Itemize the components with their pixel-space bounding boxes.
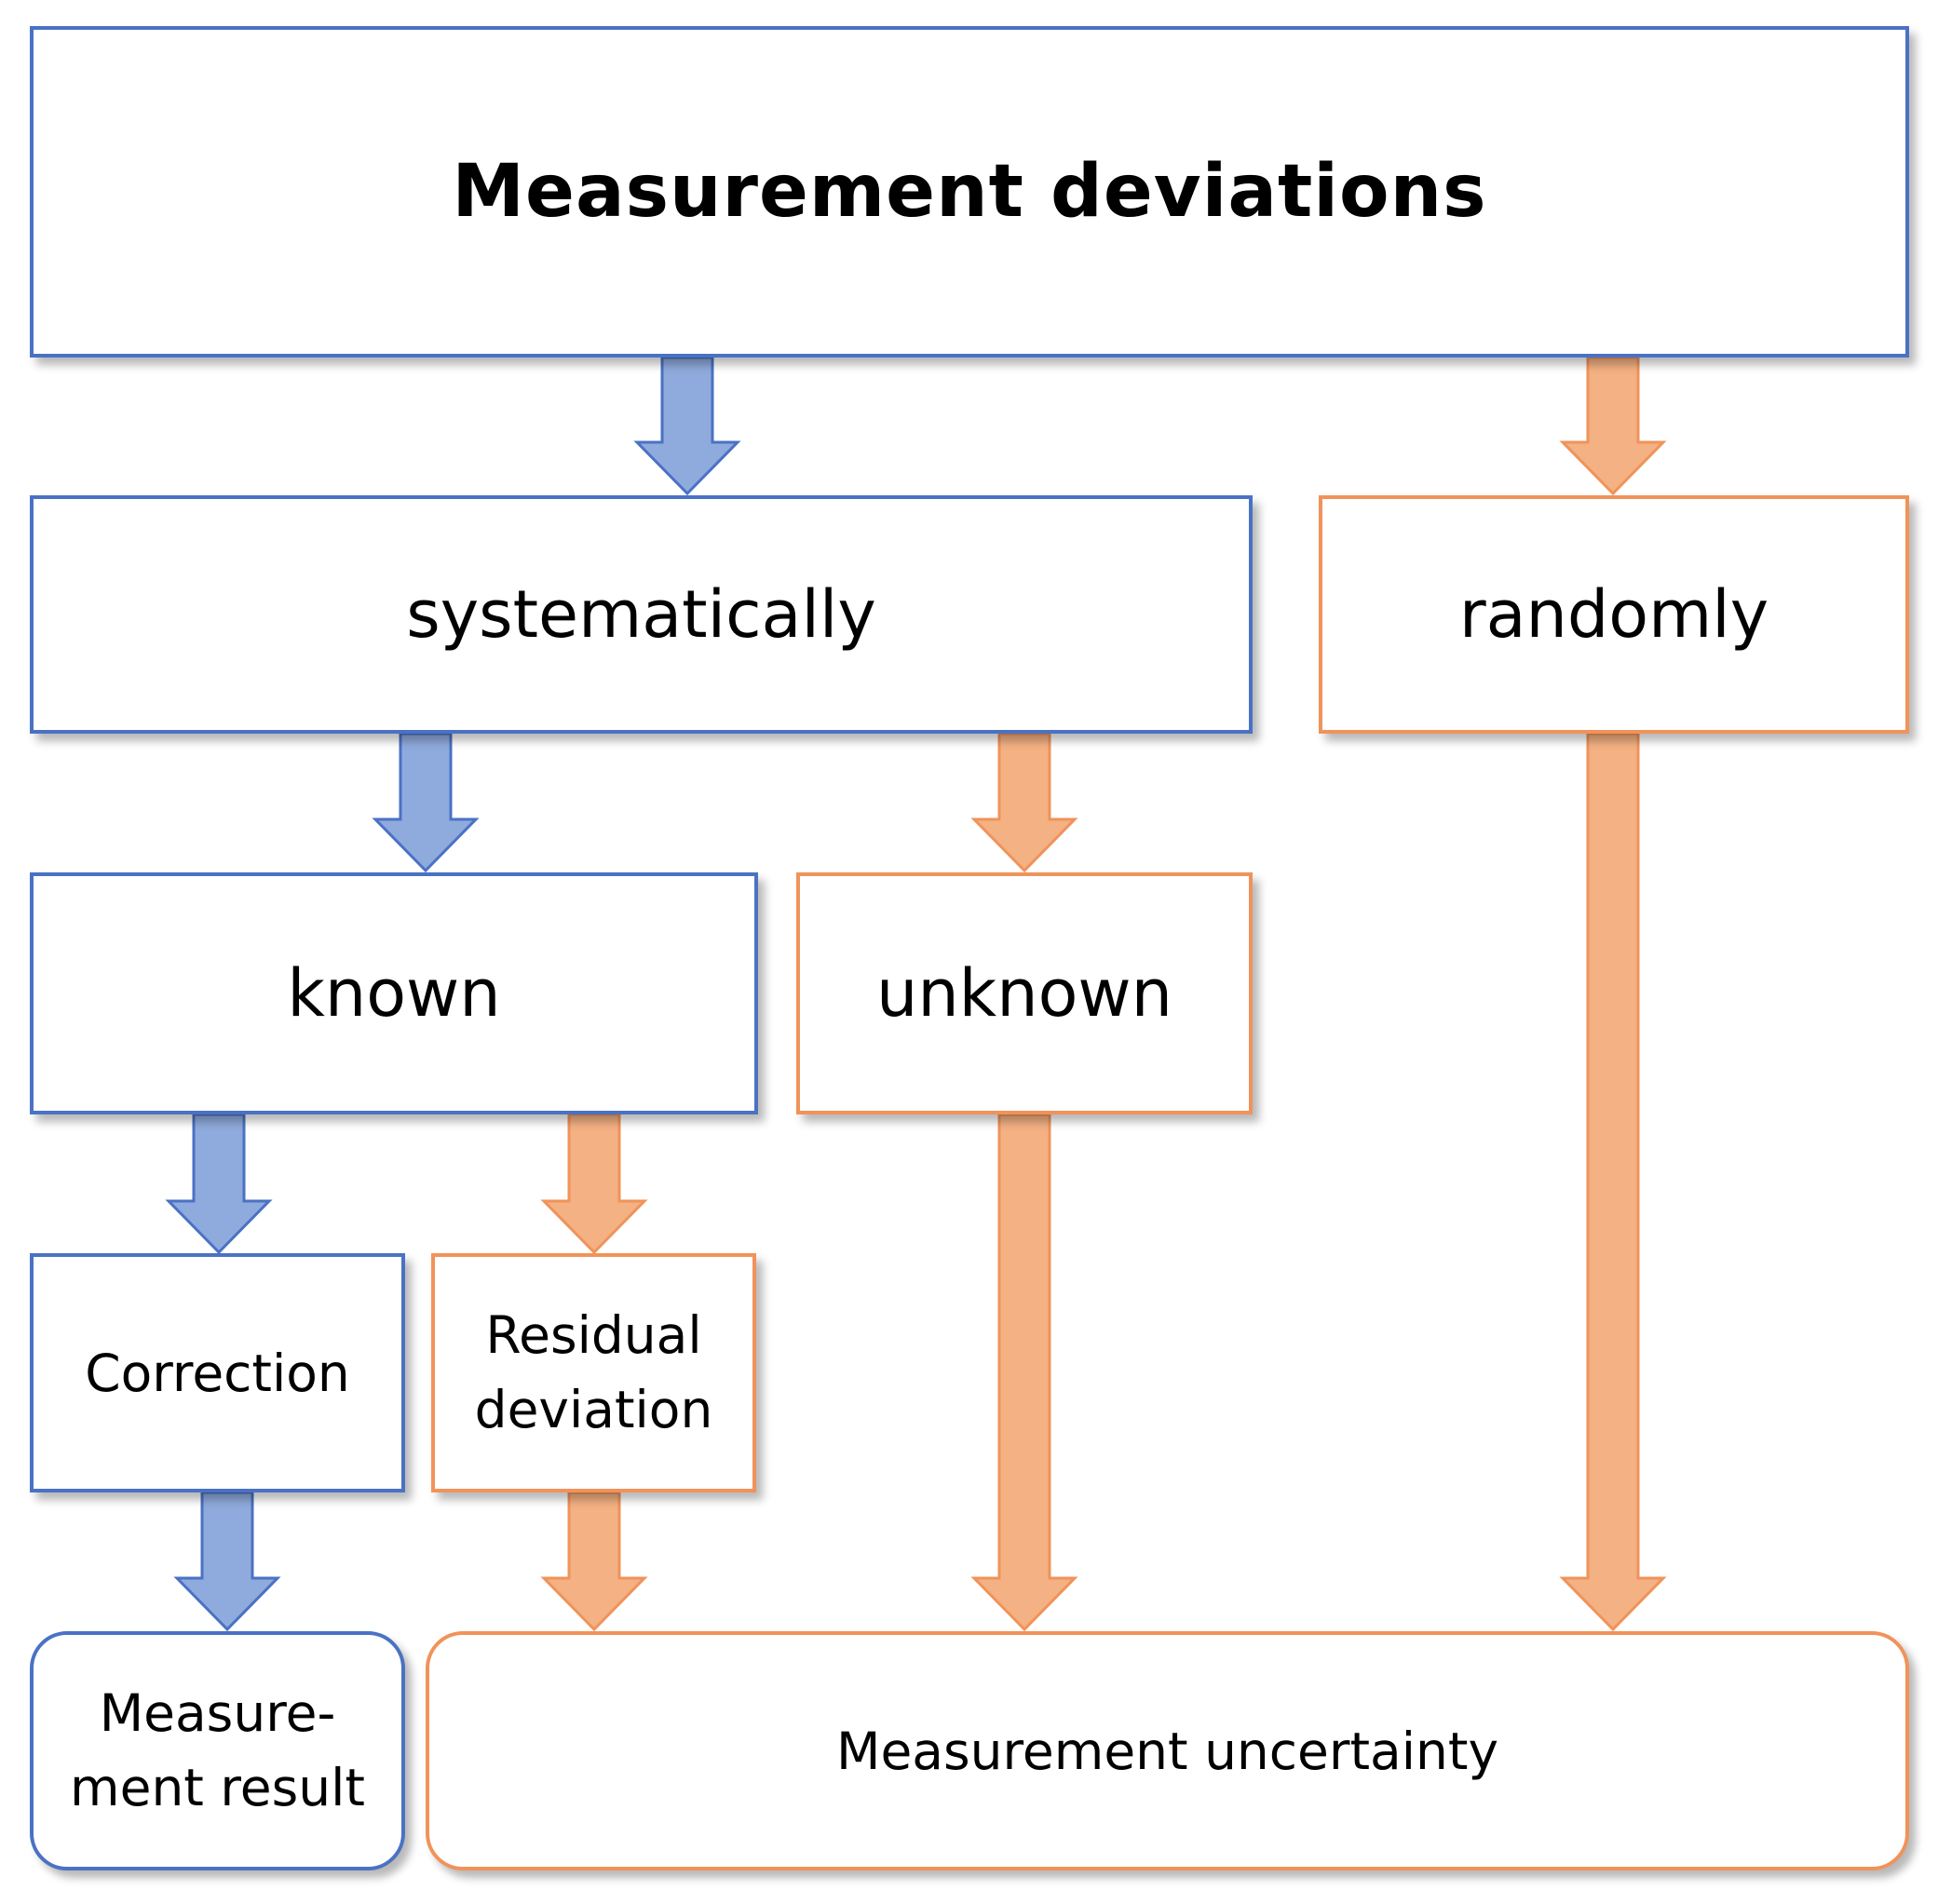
node-known: known — [30, 872, 758, 1114]
node-unknown-label: unknown — [875, 955, 1173, 1032]
arrow-systematic-to-known — [372, 732, 480, 873]
arrow-correction-to-result — [173, 1491, 281, 1632]
arrow-known-to-correction — [165, 1113, 273, 1255]
node-correction-label: Correction — [85, 1343, 350, 1403]
node-correction: Correction — [30, 1253, 405, 1492]
arrow-unknown-to-uncertainty — [970, 1113, 1078, 1632]
arrow-randomly-to-uncertainty — [1559, 732, 1667, 1632]
arrow-known-to-residual — [540, 1113, 648, 1255]
node-measurement-result-label: Measure-ment result — [70, 1682, 365, 1817]
node-randomly: randomly — [1319, 495, 1909, 734]
node-residual-deviation-label: Residual deviation — [474, 1304, 713, 1439]
arrow-deviations-to-systematic — [633, 356, 741, 496]
node-measurement-uncertainty-label: Measurement uncertainty — [836, 1721, 1498, 1781]
arrow-deviations-to-randomly — [1559, 356, 1667, 496]
arrow-systematic-to-unknown — [970, 732, 1078, 873]
node-measurement-result: Measure-ment result — [30, 1631, 405, 1870]
node-known-label: known — [287, 955, 501, 1032]
node-unknown: unknown — [796, 872, 1253, 1114]
node-systematically-label: systematically — [406, 576, 876, 653]
arrow-residual-to-uncertainty — [540, 1491, 648, 1632]
node-randomly-label: randomly — [1458, 576, 1769, 653]
node-systematically: systematically — [30, 495, 1253, 734]
node-residual-deviation: Residual deviation — [431, 1253, 756, 1492]
node-measurement-deviations: Measurement deviations — [30, 26, 1909, 358]
node-measurement-uncertainty: Measurement uncertainty — [426, 1631, 1909, 1870]
node-measurement-deviations-label: Measurement deviations — [452, 150, 1487, 234]
